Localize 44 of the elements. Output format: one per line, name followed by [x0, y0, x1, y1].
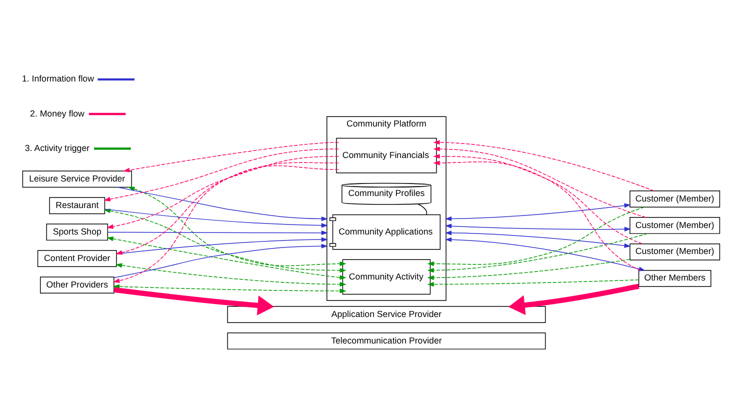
- node-box: Content Provider: [37, 250, 117, 267]
- arrow: [112, 284, 346, 293]
- node-box: Customer (Member): [630, 190, 720, 207]
- node-box: Customer (Member): [630, 243, 720, 260]
- arrow: [113, 164, 340, 282]
- node-box: Telecommunication Provider: [227, 332, 546, 349]
- arrow: [444, 236, 646, 271]
- arrow: [444, 202, 631, 221]
- arrow: [427, 232, 648, 272]
- legend-label: 2. Money flow: [30, 108, 84, 118]
- arrow: [433, 146, 646, 218]
- arrow: [433, 160, 641, 270]
- node-box: Restaurant: [49, 196, 106, 214]
- arrow: [116, 236, 328, 254]
- arrow: [508, 283, 640, 315]
- arrow: [128, 186, 346, 266]
- arrow: [433, 154, 643, 244]
- node-box: Other Providers: [40, 276, 114, 294]
- node-box: Application Service Provider: [227, 306, 546, 322]
- arrow: [433, 140, 654, 191]
- arrow: [104, 148, 340, 201]
- connector: [418, 203, 428, 215]
- arrow: [117, 186, 328, 221]
- arrow: [106, 236, 346, 280]
- arrow: [115, 262, 346, 286]
- arrow: [444, 223, 632, 231]
- node-box: Customer (Member): [630, 216, 720, 234]
- node-box: Leisure Service Provider: [22, 170, 132, 188]
- arrow: [427, 258, 630, 280]
- node-box: Community Activity: [342, 258, 431, 294]
- arrow: [107, 230, 328, 235]
- arrow: [114, 286, 274, 315]
- node-box: Sports Shop: [46, 223, 108, 240]
- arrow: [114, 243, 328, 278]
- legend-label: 1. Information flow: [22, 73, 94, 84]
- arrow: [123, 141, 340, 172]
- arrow: [116, 162, 340, 254]
- arrow: [444, 230, 631, 248]
- arrow: [106, 155, 340, 228]
- node-box: Community Financials: [336, 137, 437, 173]
- node-box: Other Members: [638, 269, 712, 286]
- arrow: [427, 206, 645, 266]
- legend-label: 3. Activity trigger: [24, 142, 90, 152]
- arrow: [427, 278, 640, 286]
